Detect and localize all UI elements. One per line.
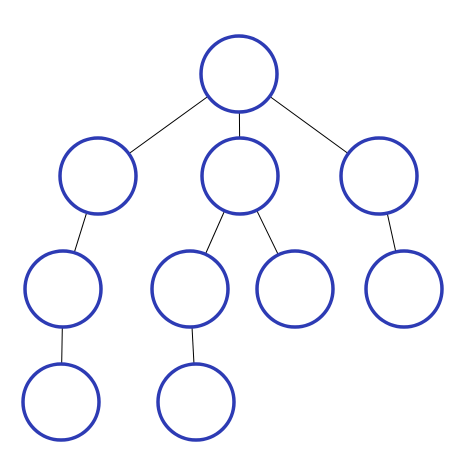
edge-root-to-a (128, 95, 209, 155)
edge-b-to-b2 (256, 209, 279, 256)
tree-node-b1x (156, 362, 236, 442)
edge-b-to-b1 (204, 210, 226, 255)
edge-a-to-a1 (73, 212, 88, 253)
edge-b1-to-b1x (191, 326, 195, 365)
tree-node-b (200, 136, 280, 216)
tree-node-root (199, 34, 279, 114)
tree-node-b2 (255, 249, 335, 329)
tree-node-a1 (23, 249, 103, 329)
nodes-layer (21, 34, 444, 442)
edge-c-to-c1 (386, 212, 397, 253)
tree-node-c (339, 136, 419, 216)
tree-node-a (58, 136, 138, 216)
edge-a1-to-a1x (61, 326, 63, 365)
tree-node-a1x (21, 362, 101, 442)
tree-node-c1 (364, 249, 444, 329)
tree-node-b1 (150, 249, 230, 329)
edges-layer (61, 95, 397, 365)
edge-root-to-c (269, 95, 349, 155)
